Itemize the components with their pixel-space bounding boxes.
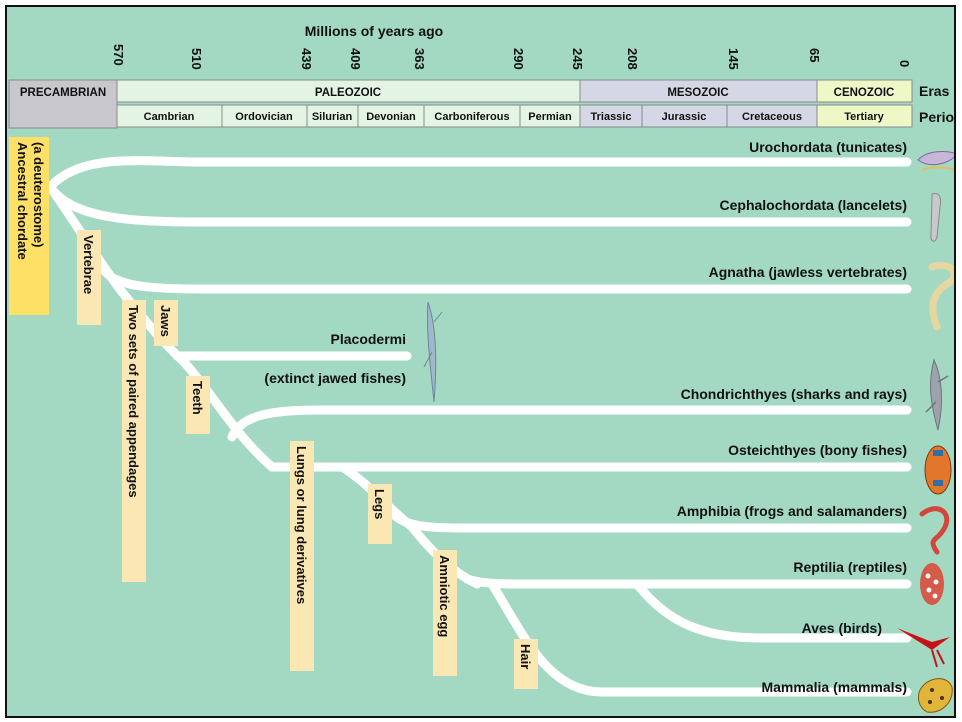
- animal-icons: [423, 151, 954, 713]
- tick-label: 510: [189, 48, 204, 70]
- trait-jaws: Jaws: [154, 300, 178, 346]
- era-precambrian: [8, 79, 118, 129]
- trait-paired-appendages: Two sets of paired appendages: [122, 300, 146, 582]
- eras-label: Eras: [919, 83, 950, 99]
- periods-label: Periods: [919, 109, 956, 125]
- period-cretaceous: Cretaceous: [742, 111, 802, 123]
- lamprey-icon: [928, 261, 954, 331]
- svg-text:Teeth: Teeth: [190, 381, 205, 415]
- time-axis: Millions of years ago 570 510 439 409 36…: [111, 23, 912, 70]
- tick-label: 409: [348, 48, 363, 70]
- era-label-cenozoic: Cenozoic: [834, 87, 895, 99]
- tick-label: 439: [299, 48, 314, 70]
- tick-label: 65: [807, 48, 822, 62]
- trait-vertebrae: Vertebrae: [77, 230, 101, 325]
- taxon-mammalia: Mammalia (mammals): [761, 679, 907, 695]
- branch-mammalia: [487, 579, 912, 697]
- tick-labels: 570 510 439 409 363 290 245 208 145 65 0: [111, 44, 912, 70]
- period-tertiary: Tertiary: [844, 111, 884, 123]
- bony-fish-icon: [924, 445, 952, 495]
- tick-label: 0: [897, 60, 912, 67]
- snake-icon: [920, 563, 944, 605]
- lancelet-icon: [930, 193, 942, 242]
- branch-urochordata: [45, 156, 912, 192]
- svg-text:Vertebrae: Vertebrae: [81, 235, 96, 294]
- era-label-precambrian: Precambrian: [20, 87, 106, 99]
- period-silurian: Silurian: [312, 111, 353, 123]
- axis-title: Millions of years ago: [305, 23, 443, 39]
- ancestor-label: Ancestral chordate: [15, 142, 30, 260]
- taxon-labels: Urochordata (tunicates) Cephalochordata …: [264, 139, 907, 695]
- period-devonian: Devonian: [366, 111, 416, 123]
- trait-amniotic-egg: Amniotic egg: [433, 550, 457, 676]
- diagram-frame: Millions of years ago 570 510 439 409 36…: [5, 5, 956, 718]
- periods-row: Cambrian Ordovician Silurian Devonian Ca…: [116, 104, 956, 128]
- svg-text:Jaws: Jaws: [158, 305, 173, 337]
- mammal-icon: [918, 678, 953, 713]
- taxon-amphibia: Amphibia (frogs and salamanders): [677, 503, 907, 519]
- period-cambrian: Cambrian: [144, 111, 195, 123]
- trait-boxes: Vertebrae Two sets of paired appendages …: [77, 230, 538, 689]
- branch-reptilia: [462, 574, 912, 589]
- taxon-osteichthyes: Osteichthyes (bony fishes): [728, 442, 907, 458]
- taxon-reptilia: Reptilia (reptiles): [793, 559, 907, 575]
- trait-lungs: Lungs or lung derivatives: [290, 441, 314, 671]
- tick-label: 145: [726, 48, 741, 70]
- trait-legs: Legs: [368, 484, 392, 544]
- placoderm-icon: [423, 301, 443, 403]
- periods-cenozoic-band: [816, 104, 913, 128]
- era-label-paleozoic: Paleozoic: [315, 87, 381, 99]
- branch-agnatha: [97, 262, 912, 294]
- phylogenetic-tree: [45, 156, 912, 697]
- taxon-aves: Aves (birds): [802, 620, 882, 636]
- eras-row: Precambrian Paleozoic Mesozoic Cenozoic …: [8, 79, 950, 129]
- taxon-chondrichthyes: Chondrichthyes (sharks and rays): [681, 386, 907, 402]
- trait-hair: Hair: [514, 639, 538, 689]
- tick-label: 208: [625, 48, 640, 70]
- taxon-cephalochordata: Cephalochordata (lancelets): [720, 197, 908, 213]
- period-jurassic: Jurassic: [662, 111, 707, 123]
- svg-text:Hair: Hair: [518, 644, 533, 669]
- ancestor-box: Ancestral chordate (a deuterostome): [9, 137, 49, 315]
- era-cenozoic: [816, 79, 913, 103]
- period-carboniferous: Carboniferous: [434, 111, 509, 123]
- branch-amphibia: [387, 507, 912, 533]
- salamander-icon: [919, 506, 950, 555]
- taxon-placodermi: Placodermi: [331, 331, 406, 347]
- period-ordovician: Ordovician: [235, 111, 293, 123]
- taxon-urochordata: Urochordata (tunicates): [749, 139, 907, 155]
- svg-text:Lungs or lung derivatives: Lungs or lung derivatives: [294, 446, 309, 604]
- tick-label: 290: [511, 48, 526, 70]
- tick-label: 570: [111, 44, 126, 66]
- period-permian: Permian: [528, 111, 572, 123]
- phylogeny-svg: Millions of years ago 570 510 439 409 36…: [8, 23, 956, 713]
- tick-label: 363: [412, 48, 427, 70]
- svg-text:Two sets of paired appendages: Two sets of paired appendages: [126, 305, 141, 498]
- branch-chondrichthyes: [227, 405, 912, 442]
- svg-text:Legs: Legs: [372, 489, 387, 519]
- ancestor-label-2: (a deuterostome): [31, 142, 46, 247]
- taxon-agnatha: Agnatha (jawless vertebrates): [709, 264, 907, 280]
- branch-aves: [632, 579, 912, 643]
- shark-icon: [925, 358, 949, 431]
- taxon-placodermi-note: (extinct jawed fishes): [264, 370, 406, 386]
- svg-text:Amniotic egg: Amniotic egg: [437, 555, 452, 637]
- branch-stem-teeth: [177, 355, 277, 472]
- trait-teeth: Teeth: [186, 376, 210, 434]
- bird-icon: [897, 628, 950, 668]
- era-label-mesozoic: Mesozoic: [667, 87, 728, 99]
- tick-label: 245: [570, 48, 585, 70]
- tunicate-icon: [917, 151, 954, 171]
- period-triassic: Triassic: [591, 111, 632, 123]
